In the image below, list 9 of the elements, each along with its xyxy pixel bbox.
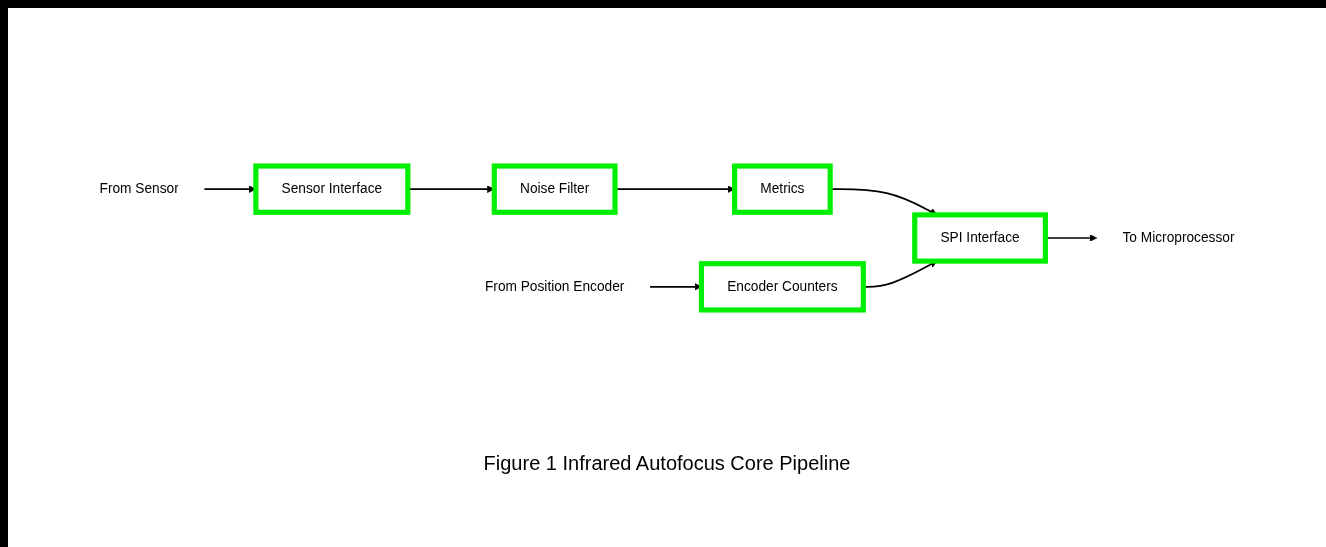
figure-caption: Figure 1 Infrared Autofocus Core Pipeline (483, 452, 851, 475)
node-box: SPI Interface (912, 212, 1048, 264)
node-box: Noise Filter (491, 163, 618, 215)
node-box: Metrics (732, 163, 833, 215)
node-box: Encoder Counters (698, 261, 866, 313)
node-text: To Microprocessor (1122, 230, 1235, 245)
node-text: From Sensor (99, 181, 179, 197)
node-text: From Position Encoder (484, 279, 625, 294)
node-box: Sensor Interface (253, 163, 411, 215)
